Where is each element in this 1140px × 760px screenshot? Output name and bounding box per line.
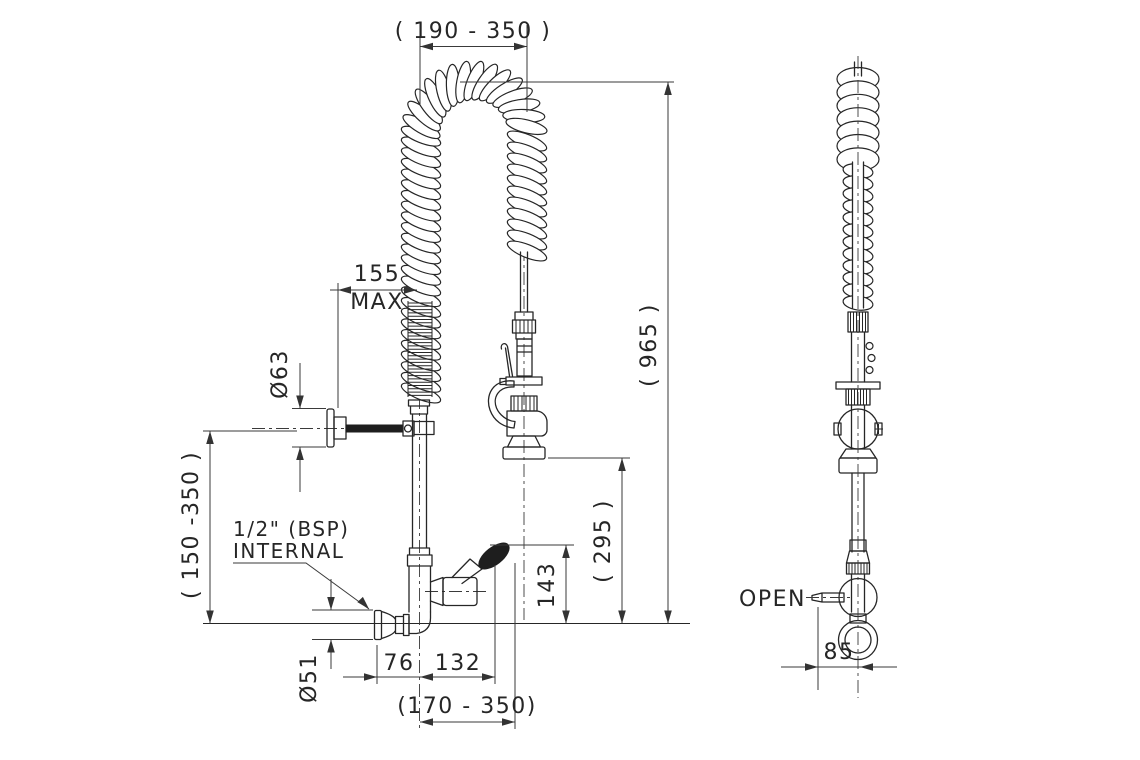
knurl-hatch (850, 312, 866, 332)
dim-top-width: ( 190 - 350 ) (395, 19, 552, 112)
side-centerlines (806, 56, 859, 698)
dim-wall-offset-note: MAX (350, 290, 404, 315)
spray-head (487, 251, 548, 460)
centerlines (203, 248, 690, 729)
dim-top-width-text: ( 190 - 350 ) (395, 19, 552, 44)
hose-coil (400, 60, 548, 404)
side-view: OPEN 85 (739, 56, 897, 698)
dim-inlet-offset: 76 132 (343, 565, 496, 684)
supply-valve (429, 542, 510, 607)
dim-inlet-flange-diameter-text: Ø51 (297, 653, 322, 703)
dim-overall-height: ( 965 ) (460, 81, 674, 624)
label-inlet-thread: 1/2" (BSP) INTERNAL (233, 517, 370, 610)
dim-reach-range-text: (170 - 350) (397, 694, 537, 719)
dim-flange-diameter-text: Ø63 (268, 349, 293, 399)
dim-overall-height-text: ( 965 ) (637, 303, 662, 387)
dim-side-handle-reach: 85 (781, 607, 897, 690)
dim-inlet-flange-diameter: Ø51 (297, 579, 373, 703)
knurl-hatch (848, 389, 867, 405)
dim-inlet-height-text: ( 150 -350 ) (179, 451, 204, 599)
dim-flange-diameter: Ø63 (268, 349, 326, 492)
dim-inlet-height: ( 150 -350 ) (179, 430, 297, 624)
dim-handle-height-text: 143 (535, 562, 560, 609)
inlet-flange (373, 609, 383, 641)
handle-loop (487, 380, 516, 429)
open-label-text: OPEN (739, 587, 806, 612)
dim-outlet-height-text: ( 295 ) (591, 499, 616, 583)
wall-bracket (326, 408, 435, 448)
dim-wall-offset-text: 155 (354, 262, 401, 287)
label-open: OPEN (739, 587, 806, 612)
inlet-thread-line2: INTERNAL (233, 539, 344, 563)
trigger-lever (500, 343, 514, 377)
inlet-thread-line1: 1/2" (BSP) (233, 517, 349, 541)
spray-outlet (502, 446, 546, 460)
dim-handle-offset-text: 132 (435, 651, 482, 676)
bracket-rod (345, 424, 404, 433)
dim-reach-range: (170 - 350) (397, 563, 537, 729)
front-view: ( 190 - 350 ) ( 965 ) 155 MAX Ø63 ( 150 … (179, 19, 690, 729)
dim-outlet-height: ( 295 ) (548, 457, 630, 624)
dim-inlet-offset-text: 76 (384, 651, 415, 676)
dim-wall-offset: 155 MAX (330, 262, 417, 408)
knurl-hatch (513, 396, 535, 411)
dim-handle-height: 143 (490, 544, 574, 624)
riser-column (406, 399, 433, 613)
inlet-elbow (373, 609, 432, 641)
dim-side-handle-reach-text: 85 (824, 640, 855, 665)
